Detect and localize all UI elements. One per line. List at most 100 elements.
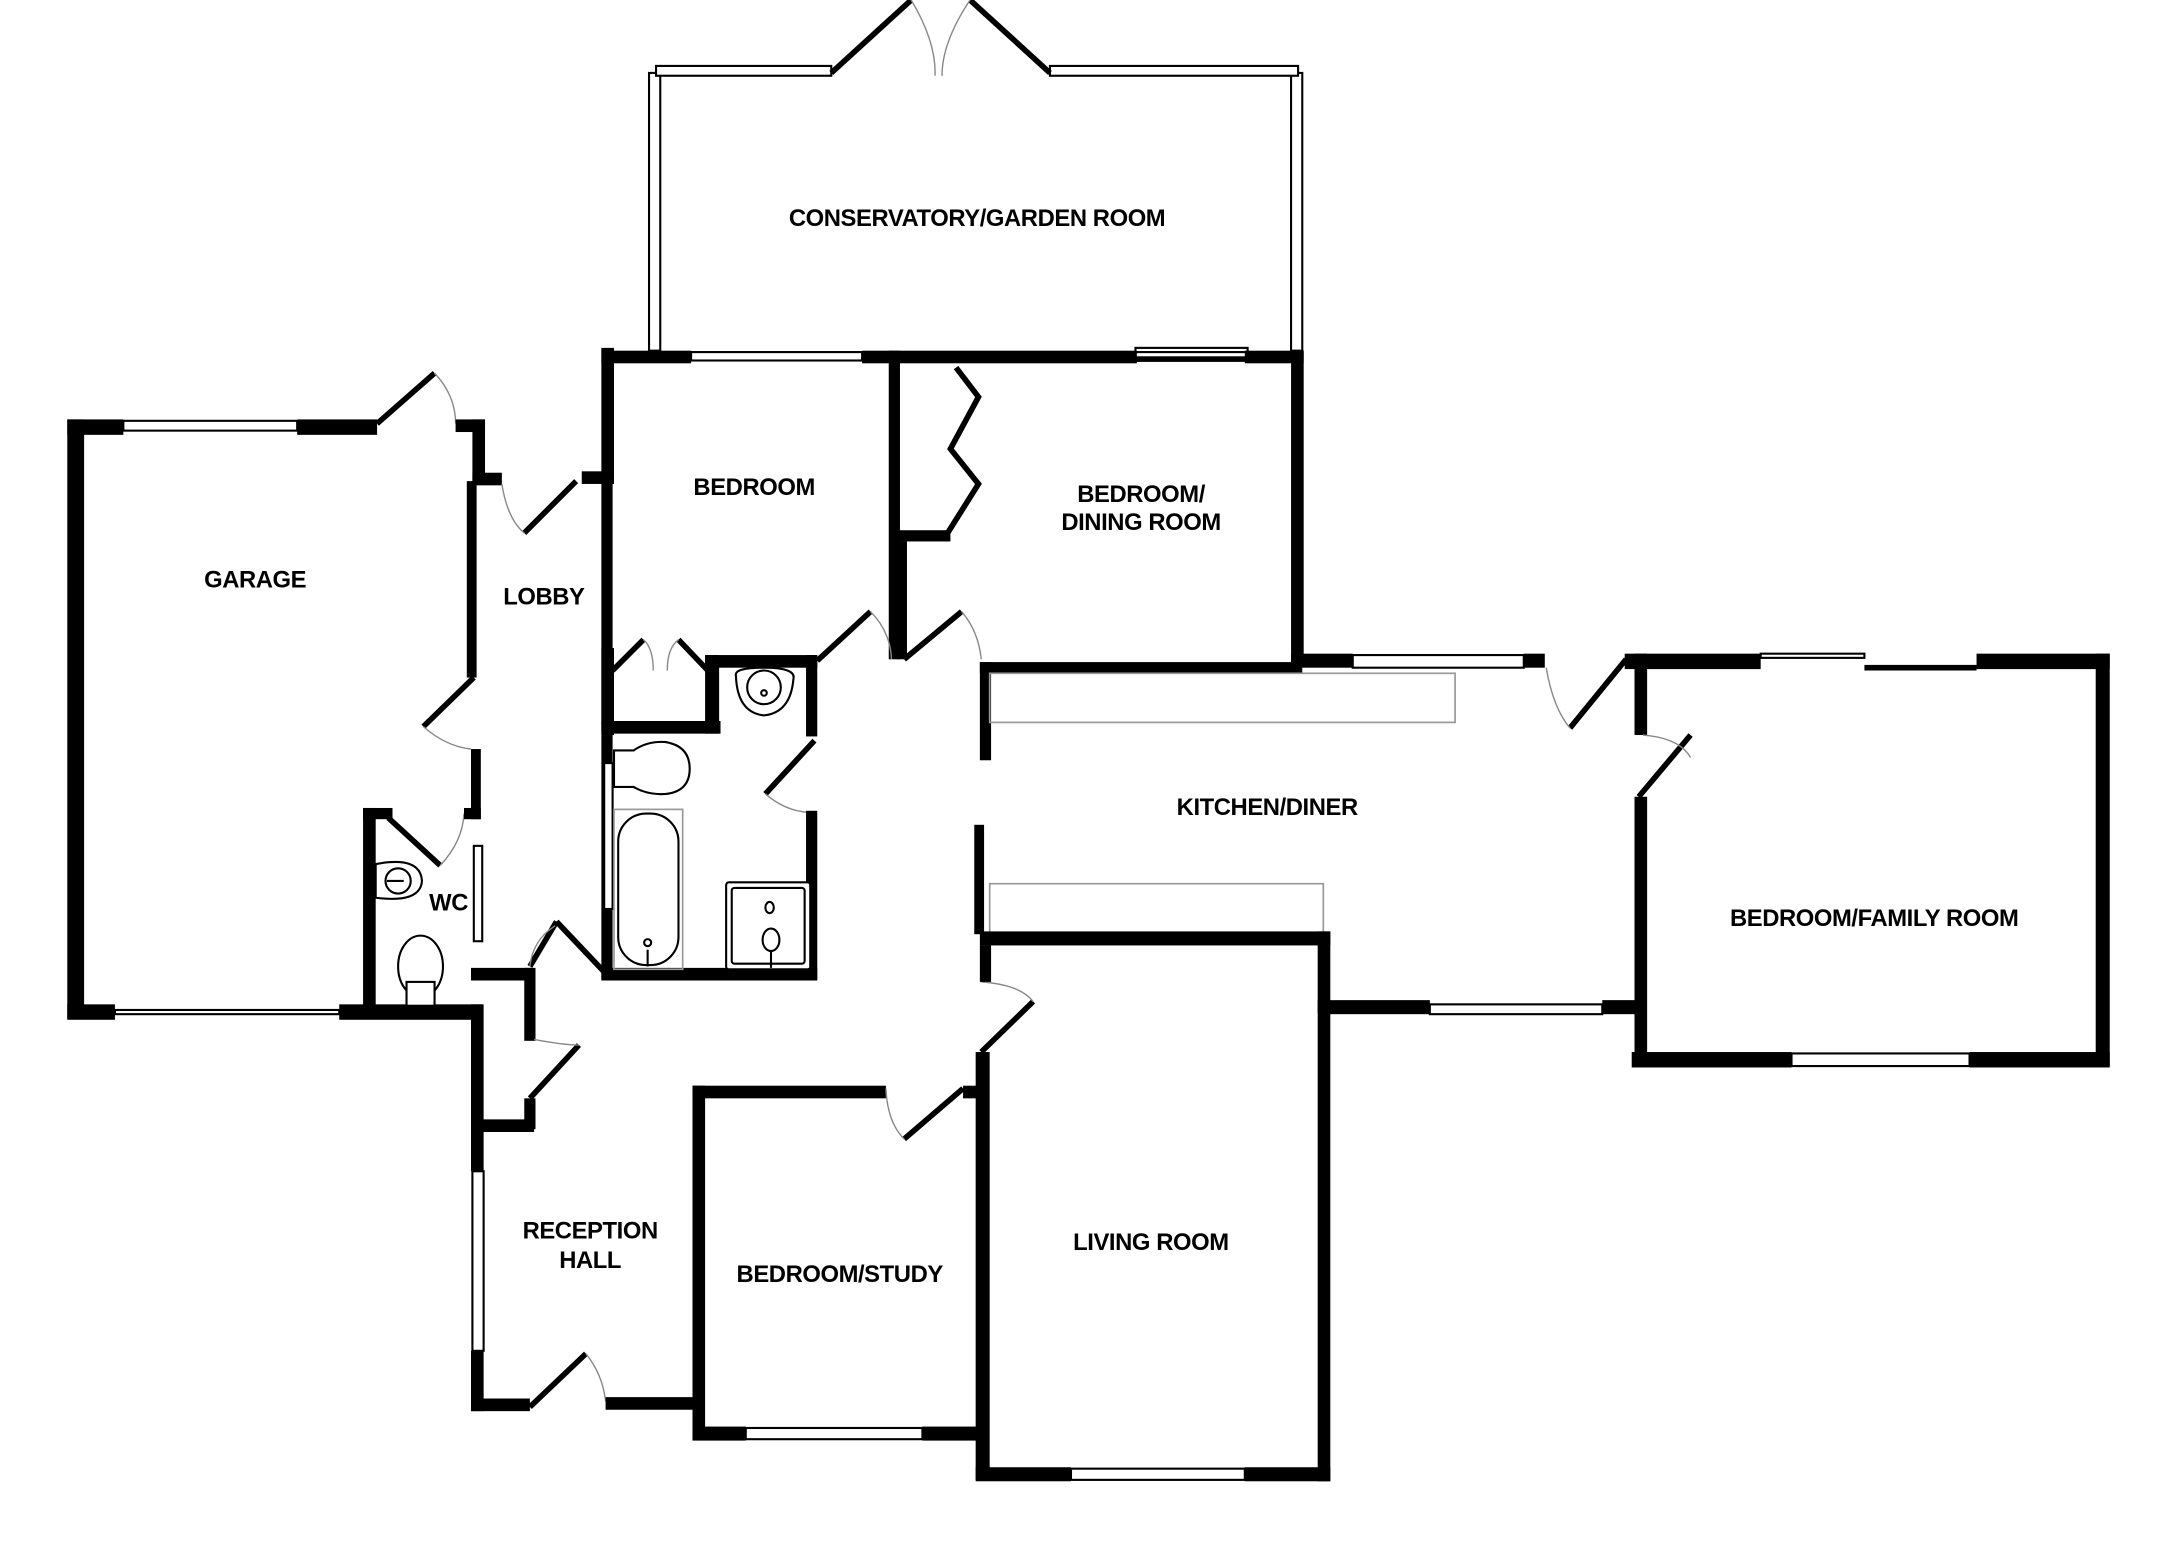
wall	[471, 1119, 535, 1133]
kitchen-back-door[interactable]	[1567, 657, 1629, 730]
wall	[979, 945, 992, 982]
door-living-room[interactable]	[979, 999, 1036, 1055]
garage-side-door[interactable]	[375, 371, 437, 426]
door-arc	[885, 1088, 905, 1140]
shower-tray-icon	[725, 881, 812, 971]
wardrobe-bifold-doors[interactable]	[945, 365, 982, 535]
living-room-window	[1069, 1467, 1246, 1481]
wall	[601, 967, 818, 981]
wall	[979, 931, 1331, 946]
wall	[471, 967, 532, 981]
bedroom-dining-room: BEDROOM/ DINING ROOM	[897, 346, 1304, 663]
conservatory-west-glazing	[647, 71, 662, 352]
kitchen-side-window	[1428, 1003, 1604, 1016]
door-study[interactable]	[902, 1086, 965, 1142]
wall	[601, 721, 721, 734]
wall	[472, 419, 486, 482]
room-label-living-room: LIVING ROOM	[1073, 1229, 1229, 1256]
garage-window	[122, 419, 299, 432]
wc-window	[472, 844, 484, 943]
wall	[705, 655, 720, 734]
door-lobby-to-rear[interactable]	[522, 479, 579, 536]
wall	[605, 1397, 704, 1410]
toilet-icon	[397, 934, 445, 1007]
cloaks-cupboard-door[interactable]	[527, 1043, 582, 1101]
wall	[922, 1426, 986, 1441]
kitchen-worktop-lower	[988, 882, 1325, 936]
door-arc	[961, 611, 982, 660]
reception-hall-room: RECEPTION HALL	[471, 1129, 704, 1412]
room-label-garage: GARAGE	[204, 567, 306, 594]
wall	[601, 648, 614, 736]
door-arc	[434, 372, 457, 424]
door-bathroom[interactable]	[763, 738, 817, 796]
wall	[692, 1085, 886, 1099]
room-label-conservatory: CONSERVATORY/GARDEN ROOM	[789, 205, 1165, 232]
wall	[862, 350, 1137, 364]
door-wc[interactable]	[386, 815, 443, 868]
wall	[363, 807, 393, 820]
door-arc	[422, 726, 472, 750]
wall	[581, 471, 614, 484]
sliding-door-lower[interactable]	[1864, 664, 1977, 671]
wall	[1523, 653, 1545, 668]
door-arc	[666, 639, 679, 671]
front-door[interactable]	[527, 1351, 588, 1409]
wc-room: WC	[363, 807, 481, 1016]
living-room: LIVING ROOM	[975, 945, 1331, 1482]
door-family-room[interactable]	[1636, 733, 1693, 799]
wall	[471, 1398, 530, 1412]
wall	[471, 1350, 484, 1412]
wardrobe-door-left[interactable]	[610, 637, 646, 673]
door-garage-to-lobby[interactable]	[421, 675, 476, 729]
lobby-room: LOBBY	[421, 419, 585, 943]
door-hall-to-bedroom[interactable]	[815, 609, 873, 663]
wall	[1969, 1052, 2110, 1068]
wall	[979, 662, 992, 761]
wall	[888, 350, 900, 660]
wall	[1634, 653, 1648, 736]
bathroom-window	[603, 762, 614, 911]
door-arc	[870, 611, 893, 660]
wall	[1291, 350, 1304, 663]
wall	[601, 483, 613, 726]
wall	[1634, 796, 1648, 1064]
wall	[1976, 653, 2110, 670]
room-label-study: BEDROOM/STUDY	[737, 1261, 944, 1288]
room-label-reception-1: RECEPTION	[523, 1218, 658, 1245]
door-lobby-hall[interactable]	[527, 920, 559, 968]
sliding-door-upper[interactable]	[1134, 346, 1249, 354]
kitchen-window	[1351, 654, 1525, 669]
door-arc	[439, 813, 465, 866]
reception-window	[471, 1170, 485, 1352]
bathroom	[601, 609, 893, 981]
room-label-bedroom-dining-2: DINING ROOM	[1061, 509, 1220, 536]
family-room-window	[1790, 1052, 1971, 1068]
sliding-door-upper[interactable]	[1759, 652, 1866, 659]
wall	[975, 1467, 1071, 1482]
wall	[1244, 350, 1304, 364]
door-lobby-hall-leaf[interactable]	[554, 919, 611, 979]
wall	[806, 810, 818, 980]
conservatory-east-glazing	[1290, 71, 1304, 352]
door-bedroom-dining[interactable]	[902, 609, 964, 662]
sliding-door-lower[interactable]	[1135, 356, 1248, 362]
garage-up-and-over-door[interactable]	[113, 1008, 341, 1016]
french-door-left-leaf[interactable]	[829, 0, 914, 76]
wardrobe-door-right[interactable]	[676, 637, 710, 673]
bathroom-basin-icon	[734, 666, 795, 717]
bedroom-room: BEDROOM	[581, 347, 1137, 726]
french-door-right-leaf[interactable]	[968, 0, 1052, 76]
hall	[471, 919, 1036, 1133]
wall	[975, 1052, 990, 1480]
bathroom-toilet-icon	[612, 740, 691, 796]
wall	[897, 530, 951, 542]
wall	[806, 655, 818, 737]
wall	[601, 347, 614, 484]
conservatory: CONSERVATORY/GARDEN ROOM	[647, 0, 1304, 352]
wall	[705, 655, 818, 668]
wall	[472, 472, 502, 486]
wall	[67, 1004, 115, 1020]
room-label-bedroom: BEDROOM	[693, 474, 814, 501]
wall	[1317, 931, 1331, 1010]
